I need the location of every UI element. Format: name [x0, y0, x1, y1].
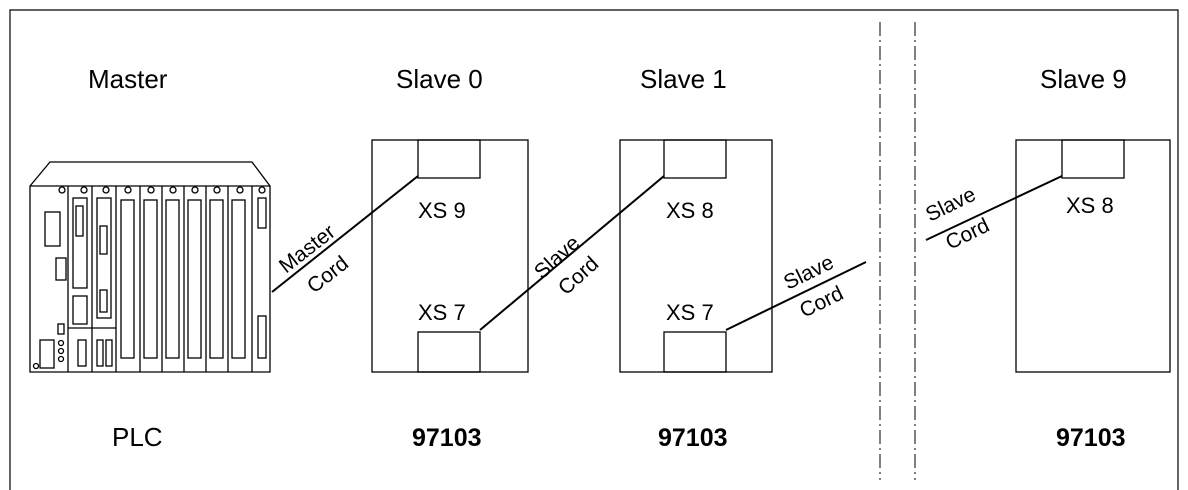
header-slave-0: Slave 0	[396, 64, 483, 94]
slave-0-cord-line	[479, 175, 665, 331]
plc-connector	[99, 225, 108, 255]
plc-connector	[99, 289, 108, 313]
slave-9-cord-line	[925, 175, 1063, 241]
plc-power-indicator	[57, 323, 65, 335]
footer-slave-9-id: 97103	[1056, 424, 1126, 452]
slave-9-box	[1015, 139, 1171, 373]
plc-card-slot	[143, 199, 158, 359]
plc-card-slot	[120, 199, 135, 359]
slave-0-box	[371, 139, 529, 373]
plc-connector	[257, 315, 267, 359]
plc-display	[44, 211, 61, 247]
plc-led	[236, 186, 244, 194]
plc-button	[32, 362, 40, 370]
plc-led	[213, 186, 221, 194]
slave-0-port-top-label: XS 9	[418, 198, 466, 223]
header-master: Master	[88, 64, 168, 94]
slave-9-port-xs8	[1061, 139, 1125, 179]
plc-switch	[77, 339, 87, 367]
slave-1-cord-line	[725, 261, 867, 331]
plc-card-slot	[187, 199, 202, 359]
slave-1-port-xs8	[663, 139, 727, 179]
plc-connector	[96, 197, 112, 319]
plc-led	[169, 186, 177, 194]
footer-slave-0-id: 97103	[412, 424, 482, 452]
footer-plc: PLC	[112, 422, 163, 452]
plc-switch	[96, 339, 104, 367]
footer-slave-1-id: 97103	[658, 424, 728, 452]
plc-rack-illustration	[29, 161, 271, 373]
plc-connector	[55, 257, 67, 281]
slave-1-port-xs7	[663, 331, 727, 373]
header-slave-1: Slave 1	[640, 64, 727, 94]
slave-1-port-top-label: XS 8	[666, 198, 714, 223]
master-cord-line	[271, 175, 419, 293]
slave-1-cord-label-2: Cord	[796, 282, 847, 323]
slave-0-port-xs9	[417, 139, 481, 179]
plc-led	[124, 186, 132, 194]
slave-1-box	[619, 139, 773, 373]
plc-card-slot	[231, 199, 246, 359]
plc-led	[57, 339, 65, 347]
plc-led	[57, 355, 65, 363]
plc-connector	[72, 295, 88, 325]
plc-connector	[72, 197, 88, 289]
plc-battery	[39, 339, 55, 369]
plc-card-slot	[165, 199, 180, 359]
plc-led	[57, 347, 65, 355]
slave-1-port-bottom-label: XS 7	[666, 300, 714, 325]
slave-0-port-xs7	[417, 331, 481, 373]
plc-led	[191, 186, 199, 194]
plc-led	[80, 186, 88, 194]
plc-led	[258, 186, 266, 194]
plc-led	[58, 186, 66, 194]
plc-card-slot	[209, 199, 224, 359]
slave-0-port-bottom-label: XS 7	[418, 300, 466, 325]
header-slave-9: Slave 9	[1040, 64, 1127, 94]
plc-switch	[105, 339, 113, 367]
plc-connector	[75, 205, 84, 237]
plc-connector	[257, 197, 267, 229]
plc-led	[102, 186, 110, 194]
slave-9-port-top-label: XS 8	[1066, 193, 1114, 218]
plc-led	[147, 186, 155, 194]
diagram-frame	[9, 9, 1179, 490]
